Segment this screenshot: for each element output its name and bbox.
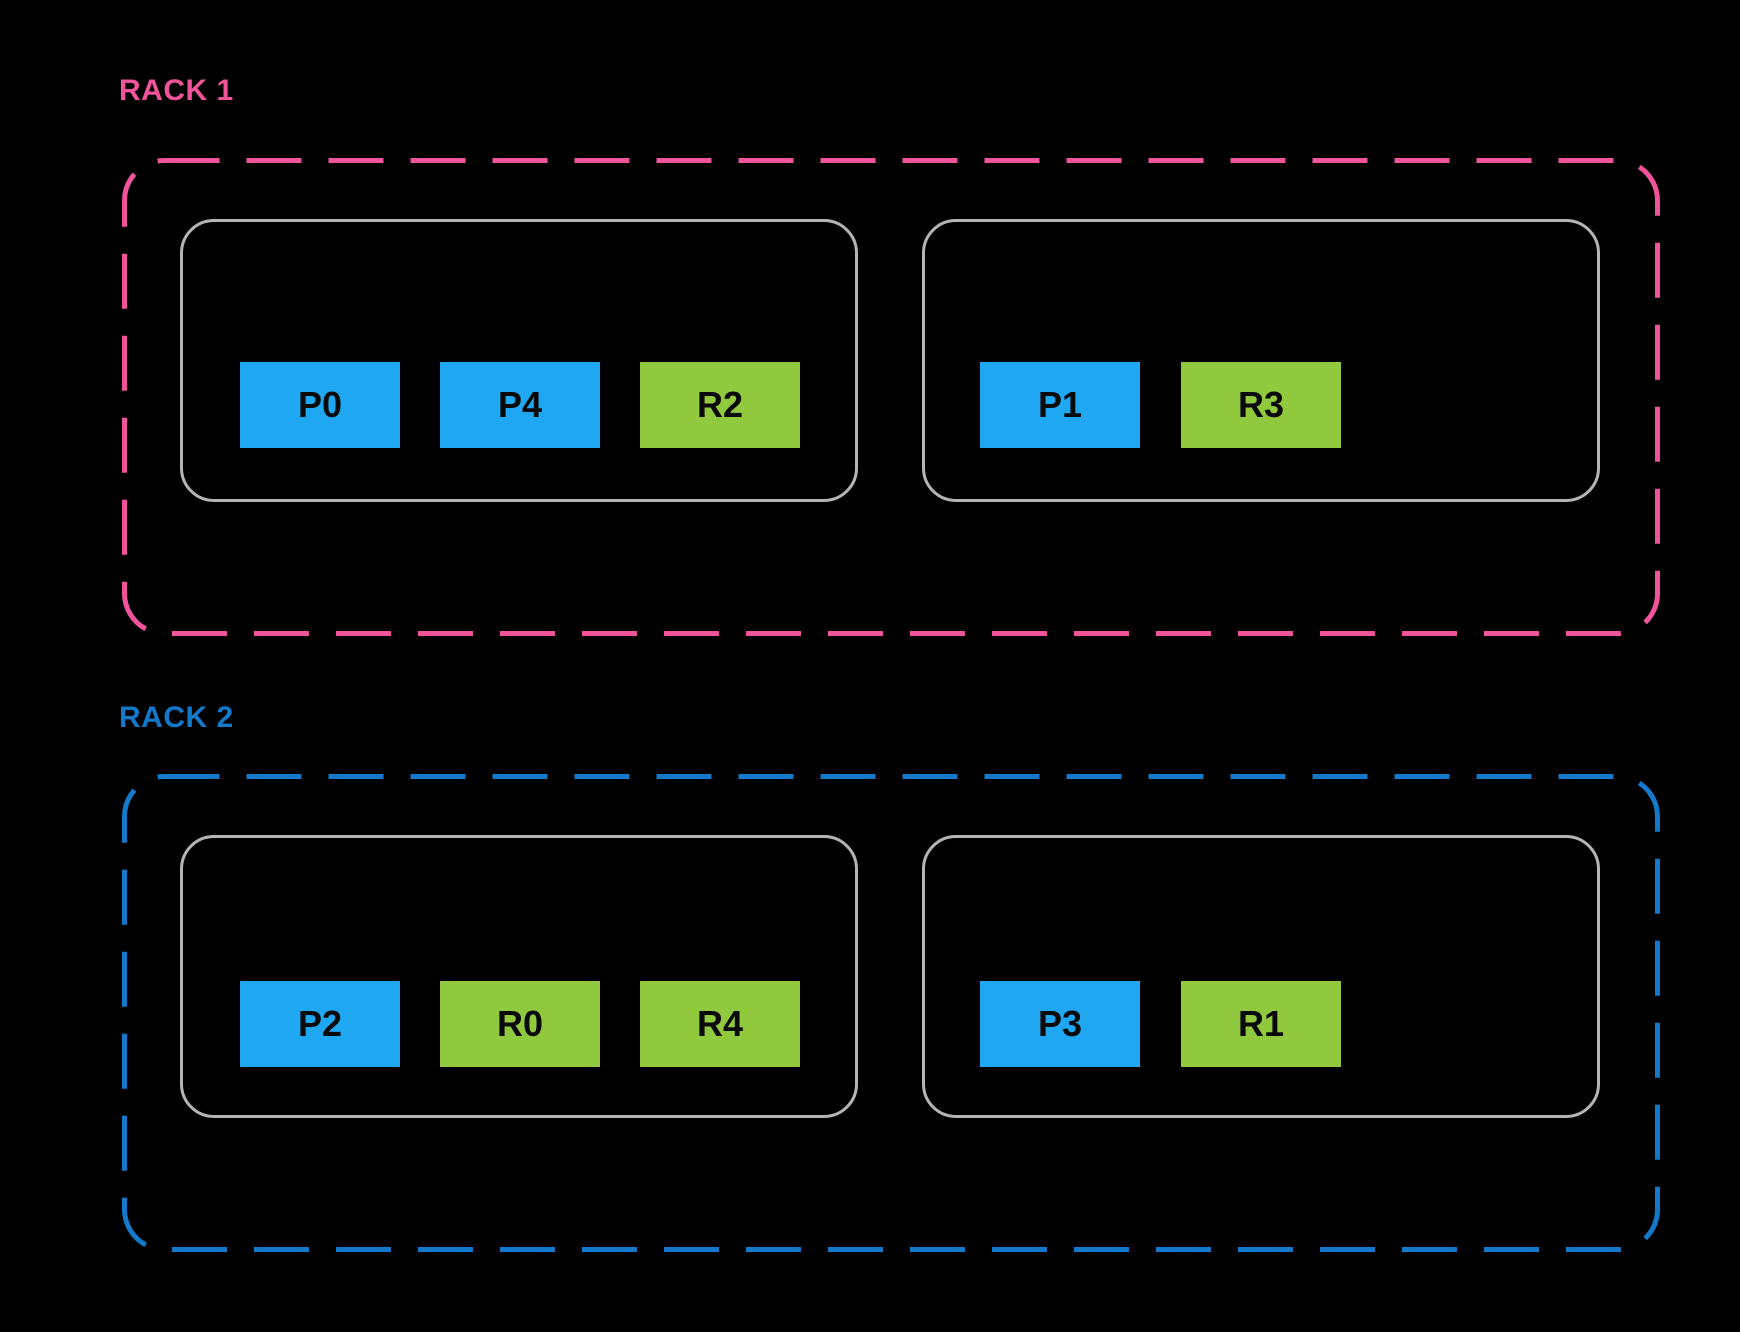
rack-2-label: RACK 2 xyxy=(119,701,234,734)
block-p4: P4 xyxy=(440,362,600,448)
rack-1-host-1 xyxy=(180,219,858,502)
rack-2-host-2 xyxy=(922,835,1600,1118)
block-r3: R3 xyxy=(1181,362,1341,448)
block-r1: R1 xyxy=(1181,981,1341,1067)
block-p1: P1 xyxy=(980,362,1140,448)
block-r0: R0 xyxy=(440,981,600,1067)
rack-1-host-2 xyxy=(922,219,1600,502)
block-r4: R4 xyxy=(640,981,800,1067)
block-p0: P0 xyxy=(240,362,400,448)
block-p2: P2 xyxy=(240,981,400,1067)
block-p3: P3 xyxy=(980,981,1140,1067)
rack-2-host-1 xyxy=(180,835,858,1118)
block-r2: R2 xyxy=(640,362,800,448)
rack-1-label: RACK 1 xyxy=(119,74,234,107)
